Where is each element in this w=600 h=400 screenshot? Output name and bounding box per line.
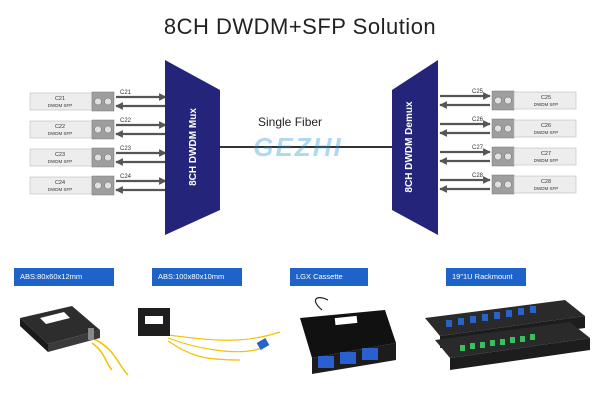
sfp-sublabel-c21: DWDM SFP (48, 103, 73, 108)
mux-block (165, 60, 220, 235)
sfp-module-c28: C28 DWDM SFP (491, 174, 577, 195)
sfp-label-c28: C28 (541, 179, 551, 185)
left-arrows (115, 93, 167, 194)
sfp-sublabel-c22: DWDM SFP (48, 131, 73, 136)
product-label-lgx-cassette: LGX Cassette (290, 268, 368, 286)
product-abs-80x60-module (20, 306, 129, 376)
fiber-label: Single Fiber (258, 115, 322, 129)
sfp-module-c25: C25 DWDM SFP (491, 90, 577, 111)
page-title: 8CH DWDM+SFP Solution (163, 14, 437, 39)
product-label-abs-100x80: ABS:100x80x10mm (152, 268, 242, 286)
sfp-module-c21: C21 DWDM SFP (29, 91, 115, 112)
sfp-label-c27: C27 (541, 151, 551, 157)
sfp-module-c22: C22 DWDM SFP (29, 119, 115, 140)
channel-label-c23: C23 (120, 146, 132, 152)
sfp-label-c24: C24 (55, 180, 65, 186)
sfp-label-c25: C25 (541, 95, 551, 101)
demux-label: 8CH DWDM Demux (404, 101, 415, 193)
channel-label-c28: C28 (472, 173, 484, 179)
sfp-label-c23: C23 (55, 152, 65, 158)
product-abs-100x80-module (138, 308, 281, 361)
channel-label-c21: C21 (120, 90, 132, 96)
watermark-logo: GEZHI (253, 132, 342, 162)
sfp-module-c27: C27 DWDM SFP (491, 146, 577, 167)
sfp-module-c23: C23 DWDM SFP (29, 147, 115, 168)
product-label-rackmount: 19"1U Rackmount (446, 268, 526, 286)
right-sfp-group: C25 DWDM SFP C26 DWDM SFP C27 DWDM SFP C… (491, 90, 577, 195)
product-label-abs-80x60: ABS:80x60x12mm (14, 268, 114, 286)
channel-label-c27: C27 (472, 145, 484, 151)
mux-label: 8CH DWDM Mux (188, 108, 199, 186)
channel-label-c24: C24 (120, 174, 132, 180)
demux-block (392, 60, 438, 235)
channel-label-c22: C22 (120, 118, 132, 124)
sfp-sublabel-c27: DWDM SFP (534, 158, 559, 163)
product-lgx-cassette (300, 297, 396, 374)
left-sfp-group: C21 DWDM SFP C22 DWDM SFP C23 DWDM SFP C… (29, 91, 115, 196)
sfp-label-c21: C21 (55, 96, 65, 102)
sfp-module-c24: C24 DWDM SFP (29, 175, 115, 196)
product-rackmount (425, 300, 590, 370)
sfp-label-c22: C22 (55, 124, 65, 130)
sfp-sublabel-c24: DWDM SFP (48, 187, 73, 192)
sfp-sublabel-c23: DWDM SFP (48, 159, 73, 164)
sfp-sublabel-c25: DWDM SFP (534, 102, 559, 107)
sfp-sublabel-c28: DWDM SFP (534, 186, 559, 191)
channel-label-c25: C25 (472, 89, 484, 95)
sfp-label-c26: C26 (541, 123, 551, 129)
channel-label-c26: C26 (472, 117, 484, 123)
right-arrows (439, 92, 491, 193)
sfp-sublabel-c26: DWDM SFP (534, 130, 559, 135)
sfp-module-c26: C26 DWDM SFP (491, 118, 577, 139)
